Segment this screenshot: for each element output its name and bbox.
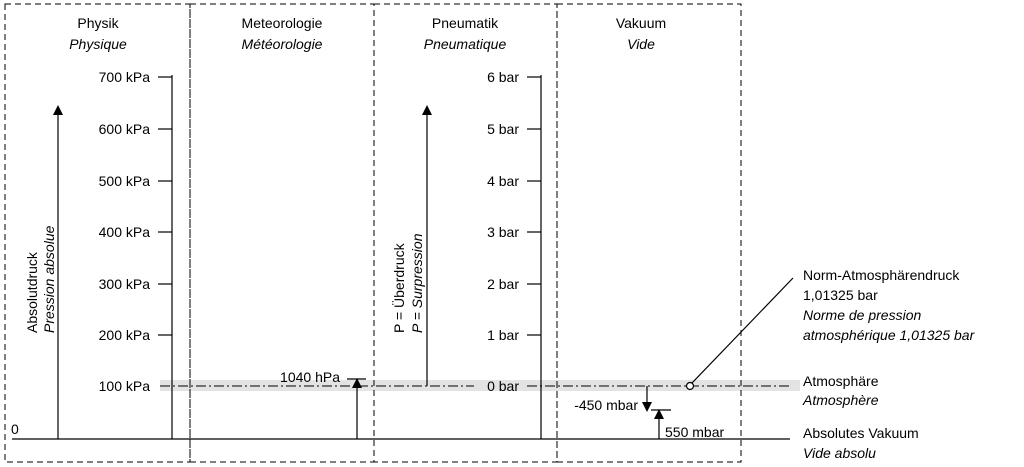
norm-pressure-line1: Norm-Atmosphärendruck: [803, 267, 960, 283]
column-subtitle-vakuum: Vide: [627, 36, 655, 52]
norm-pressure-line3: Norme de pression: [803, 307, 921, 323]
pneumatik-tick-2: 2 bar: [487, 276, 519, 292]
norm-pressure-leader: [691, 277, 794, 384]
physik-scale-ticks: [158, 76, 172, 336]
meteo-pressure-label: 1040 hPa: [280, 369, 340, 385]
absolute-vacuum-label-fr: Vide absolu: [803, 445, 876, 461]
physik-tick-600: 600 kPa: [99, 121, 151, 137]
physik-tick-300: 300 kPa: [99, 276, 151, 292]
physik-tick-100: 100 kPa: [99, 378, 151, 394]
atmosphere-label-fr: Atmosphère: [802, 392, 879, 408]
column-frame-pneumatik: [373, 3, 558, 463]
absolute-pressure-label: Absolutdruck: [24, 251, 40, 333]
pneumatik-tick-1: 1 bar: [487, 327, 519, 343]
pneumatik-scale-ticks: [527, 76, 541, 336]
zero-label: 0: [11, 421, 19, 437]
column-title-vakuum: Vakuum: [616, 15, 666, 31]
absolute-pressure-label-fr: Pression absolue: [41, 225, 57, 333]
column-subtitle-meteorologie: Météorologie: [242, 36, 323, 52]
pneumatik-tick-0: 0 bar: [487, 378, 519, 394]
pneumatik-tick-5: 5 bar: [487, 121, 519, 137]
atmosphere-label: Atmosphäre: [803, 373, 879, 389]
norm-pressure-marker: [685, 381, 695, 391]
column-title-pneumatik: Pneumatik: [432, 15, 499, 31]
pneumatik-tick-6: 6 bar: [487, 69, 519, 85]
physik-tick-700: 700 kPa: [99, 69, 151, 85]
pneumatik-tick-4: 4 bar: [487, 173, 519, 189]
column-subtitle-physik: Physique: [69, 36, 127, 52]
vacuum-drop-label: -450 mbar: [574, 397, 638, 413]
column-frame-vakuum: [556, 3, 742, 463]
physik-tick-400: 400 kPa: [99, 224, 151, 240]
norm-pressure-line4: atmosphérique 1,01325 bar: [803, 327, 976, 343]
physik-tick-200: 200 kPa: [99, 327, 151, 343]
overpressure-label-fr: P = Surpression: [409, 233, 425, 333]
atmosphere-band: [160, 380, 800, 391]
column-subtitle-pneumatik: Pneumatique: [424, 36, 507, 52]
column-frame-physik: [4, 3, 191, 463]
norm-pressure-line2: 1,01325 bar: [803, 287, 878, 303]
column-title-meteorologie: Meteorologie: [242, 15, 323, 31]
column-title-physik: Physik: [77, 15, 119, 31]
physik-tick-500: 500 kPa: [99, 173, 151, 189]
pneumatik-tick-3: 3 bar: [487, 224, 519, 240]
absolute-vacuum-label: Absolutes Vakuum: [803, 425, 919, 441]
column-frame-meteorologie: [189, 3, 375, 463]
overpressure-label: P = Überdruck: [390, 242, 407, 333]
vacuum-remaining-label: 550 mbar: [665, 424, 724, 440]
